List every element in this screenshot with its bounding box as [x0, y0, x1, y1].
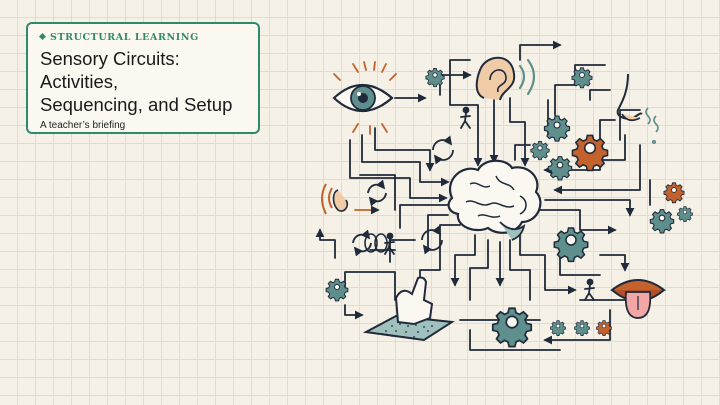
title-card: STRUCTURAL LEARNING Sensory Circuits: Ac… [26, 22, 260, 134]
cycle-arrows-icon [367, 179, 387, 207]
eye-icon [332, 61, 397, 135]
cycle-arrows-icon [432, 135, 454, 165]
gear-icon [547, 156, 573, 181]
tongue-icon [609, 279, 667, 319]
cycle-arrows-group [352, 135, 454, 257]
brain-icon [447, 159, 542, 241]
gear-icon [677, 206, 693, 222]
page-subtitle: A teacher’s briefing [40, 120, 126, 131]
gear-icon [574, 320, 590, 336]
cycle-arrows-icon [352, 229, 372, 257]
gear-icon [550, 320, 566, 336]
walking-person-icon [384, 232, 395, 255]
page-title: Sensory Circuits: Activities, Sequencing… [40, 48, 233, 115]
ear-icon [321, 183, 349, 215]
gear-icon [325, 278, 349, 302]
gear-icon [553, 227, 589, 263]
cycle-arrows-icon [421, 225, 443, 255]
flow-lines [315, 40, 651, 351]
gear-icon [491, 307, 533, 348]
nose-icon [616, 73, 659, 144]
gear-icon [571, 134, 609, 172]
walking-person-icon [584, 278, 595, 301]
gear-icon [649, 209, 675, 234]
walking-person-group [384, 106, 595, 301]
ear-icon [475, 56, 536, 101]
gear-icon [530, 140, 550, 161]
gear-icon [571, 67, 593, 89]
walking-person-icon [460, 106, 471, 129]
gear-icon [543, 115, 571, 142]
gear-icon [425, 67, 445, 88]
eyebrow-text: STRUCTURAL LEARNING [50, 32, 199, 43]
roller-icon [364, 233, 388, 253]
gear-icon [596, 320, 612, 336]
hand-icon [362, 276, 455, 342]
gear-icon [663, 182, 685, 204]
eyebrow-label: STRUCTURAL LEARNING [38, 32, 246, 43]
gear-icon-group [325, 67, 693, 348]
